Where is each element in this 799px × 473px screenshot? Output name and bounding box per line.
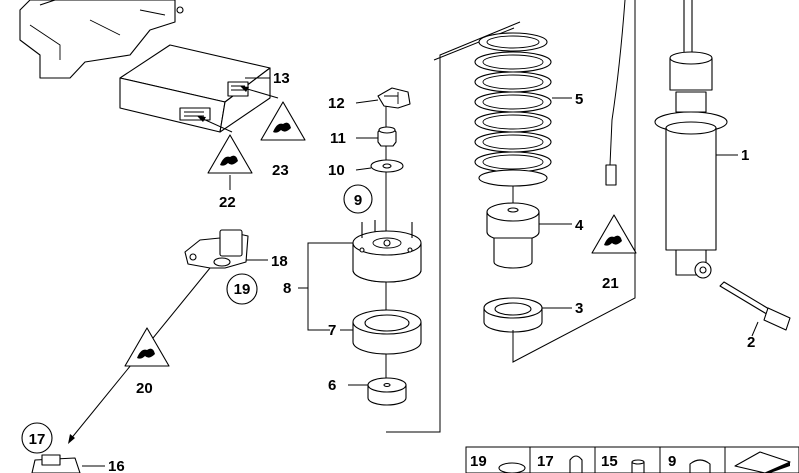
bolt-part xyxy=(719,281,791,331)
callout-circle-17 xyxy=(21,422,53,454)
top-mount-part xyxy=(352,220,422,283)
callout-5: 5 xyxy=(575,91,583,108)
callout-9: 9 xyxy=(354,192,362,209)
ring-7-part xyxy=(352,309,422,355)
leader-12 xyxy=(355,99,379,104)
legend-label-15: 15 xyxy=(601,453,618,470)
assembly-frame-right xyxy=(512,0,636,363)
callout-20: 20 xyxy=(136,380,153,397)
connector-part xyxy=(605,164,617,186)
assembly-frame-left xyxy=(386,21,521,433)
callout-10: 10 xyxy=(328,162,345,179)
washer-10-part xyxy=(370,159,404,173)
callout-circle-19 xyxy=(226,273,258,305)
legend-screw-icon xyxy=(569,455,583,473)
bracket-16-part xyxy=(31,454,81,473)
coil-spring-part xyxy=(474,32,552,187)
shock-absorber-part xyxy=(654,0,728,279)
callout-1: 1 xyxy=(741,147,749,164)
callout-21: 21 xyxy=(602,275,619,292)
legend-label-19: 19 xyxy=(470,453,487,470)
legend-label-9: 9 xyxy=(668,453,676,470)
warning-triangle-23-icon xyxy=(260,101,306,141)
callout-13: 13 xyxy=(273,70,290,87)
bump-stop-part xyxy=(486,202,540,269)
bracket-8 xyxy=(307,242,353,331)
callout-8: 8 xyxy=(283,280,291,297)
arrow-22 xyxy=(200,117,233,133)
bracket-part xyxy=(19,0,184,79)
callout-16: 16 xyxy=(108,458,125,473)
callout-2: 2 xyxy=(747,334,755,351)
callout-17: 17 xyxy=(29,431,46,448)
callout-12: 12 xyxy=(328,95,345,112)
spring-seat-part xyxy=(483,297,543,333)
leader-10 xyxy=(355,167,372,171)
warning-triangle-22-icon xyxy=(207,134,253,174)
legend-nut-9-icon xyxy=(689,459,711,473)
warning-triangle-20-icon xyxy=(124,327,170,367)
legend-nut-icon xyxy=(498,462,526,473)
callout-6: 6 xyxy=(328,377,336,394)
nut-11-part xyxy=(377,126,397,147)
callout-circle-9 xyxy=(343,184,373,214)
legend-gasket-shade xyxy=(765,462,790,473)
legend-label-17: 17 xyxy=(537,453,554,470)
leader-2 xyxy=(751,321,759,337)
callout-22: 22 xyxy=(219,194,236,211)
callout-4: 4 xyxy=(575,217,584,234)
callout-19: 19 xyxy=(234,281,251,298)
legend-bolt-head-icon xyxy=(631,459,645,465)
cap-6-part xyxy=(367,377,407,406)
control-unit-part xyxy=(119,44,271,133)
callout-18: 18 xyxy=(271,253,288,270)
callout-3: 3 xyxy=(575,300,583,317)
callout-23: 23 xyxy=(272,162,289,179)
clip-12-part xyxy=(377,87,411,109)
arrow-23 xyxy=(243,87,279,99)
callout-11: 11 xyxy=(330,130,346,147)
height-sensor-part xyxy=(184,229,249,269)
sensor-wire xyxy=(609,0,626,166)
callout-7: 7 xyxy=(328,322,336,339)
warning-triangle-21-icon xyxy=(591,214,637,254)
